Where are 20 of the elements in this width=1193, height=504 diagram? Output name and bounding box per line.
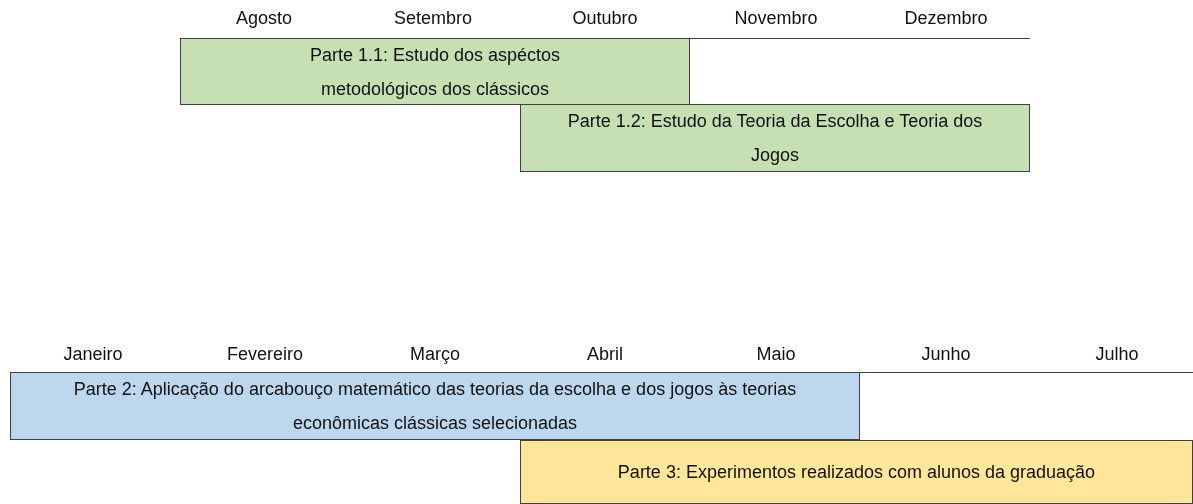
month-label: Janeiro [63,344,123,365]
month-label: Outubro [572,8,638,29]
month-label: Abril [587,344,623,365]
task-text: Parte 1.2: Estudo da Teoria da Escolha e Teoria dos Jogos [566,110,984,167]
month-label: Fevereiro [227,344,303,365]
month-label: Novembro [734,8,818,29]
task-bar [180,38,690,105]
month-label: Julho [1095,344,1139,365]
task-bar [520,104,1030,172]
month-label: Maio [756,344,796,365]
month-label: Junho [921,344,971,365]
month-label: Dezembro [904,8,988,29]
month-label: Março [410,344,460,365]
month-label: Setembro [394,8,472,29]
task-text: Parte 1.1: Estudo dos aspéctos metodológicos dos clássicos [308,43,562,101]
task-text: Parte 3: Experimentos realizados com alunos da graduação [617,461,1096,484]
task-bar [10,372,860,440]
task-text: Parte 2: Aplicação do arcabouço matemático das teorias da escolha e dos jogos às teorias econômicas clássicas selecionadas [72,378,798,435]
month-label: Agosto [236,8,292,29]
task-bar [520,440,1193,504]
